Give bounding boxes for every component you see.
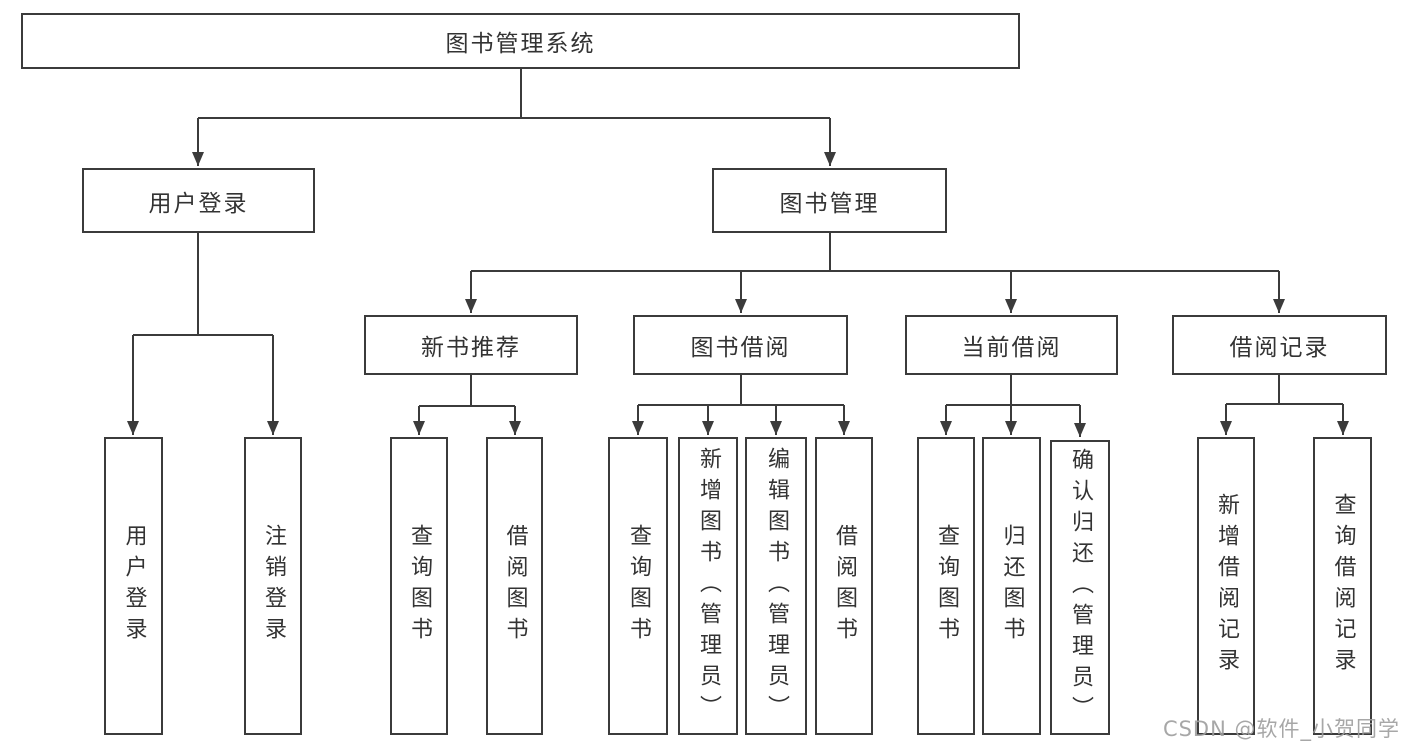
leaf-borrow-edit-books-admin: 编辑图书（管理员） — [745, 437, 807, 735]
leaf-borrow-query-books: 查询图书 — [608, 437, 668, 735]
leaf-current-return-books: 归还图书 — [982, 437, 1041, 735]
leaf-logout: 注销登录 — [244, 437, 302, 735]
node-new-book-recommend: 新书推荐 — [364, 315, 578, 375]
csdn-watermark: CSDN @软件_小贺同学 — [1162, 717, 1400, 741]
leaf-recommend-borrow-books: 借阅图书 — [486, 437, 543, 735]
leaf-records-add-borrow-record: 新增借阅记录 — [1197, 437, 1255, 735]
leaf-borrow-borrow-books: 借阅图书 — [815, 437, 873, 735]
leaf-user-login: 用户登录 — [104, 437, 163, 735]
branch-user-login: 用户登录 — [82, 168, 315, 233]
node-current-borrow: 当前借阅 — [905, 315, 1118, 375]
leaf-current-confirm-return-admin: 确认归还（管理员） — [1050, 440, 1110, 735]
root-node-library-management-system: 图书管理系统 — [21, 13, 1020, 69]
node-borrow-records: 借阅记录 — [1172, 315, 1387, 375]
node-book-borrow: 图书借阅 — [633, 315, 848, 375]
leaf-current-query-books: 查询图书 — [917, 437, 975, 735]
leaf-recommend-query-books: 查询图书 — [390, 437, 448, 735]
leaf-records-query-borrow-record: 查询借阅记录 — [1313, 437, 1372, 735]
branch-book-management: 图书管理 — [712, 168, 947, 233]
leaf-borrow-add-books-admin: 新增图书（管理员） — [678, 437, 738, 735]
